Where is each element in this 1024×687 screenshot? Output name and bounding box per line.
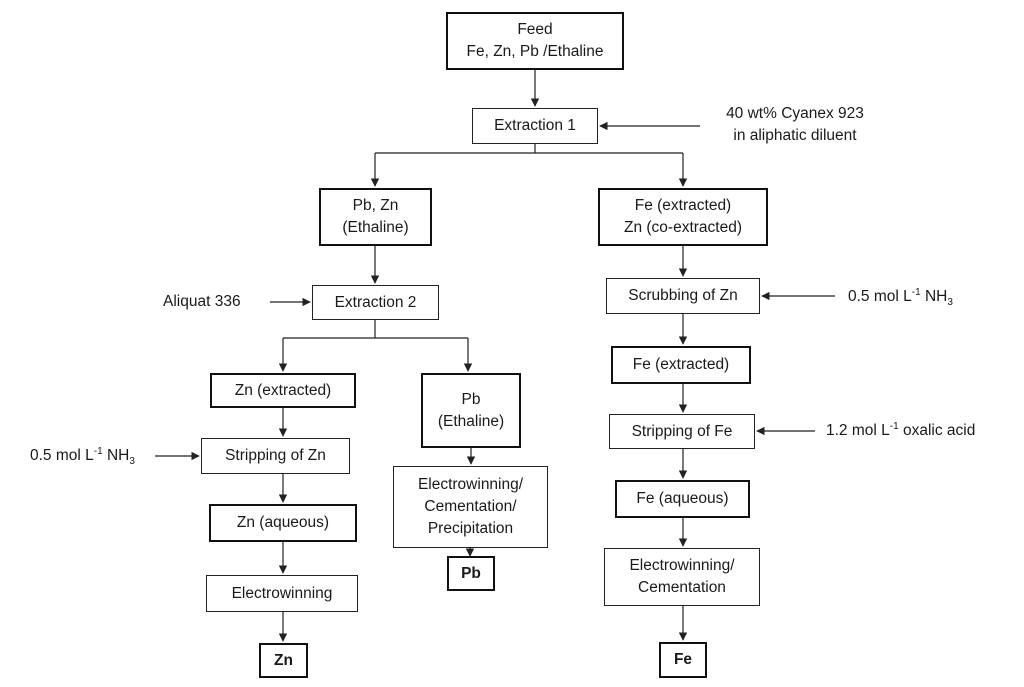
- pb-phase: (Ethaline): [437, 412, 505, 430]
- zn-extracted-label: Zn (extracted): [234, 381, 332, 399]
- zn-coextracted-label: Zn (co-extracted): [623, 219, 742, 236]
- nh3-scrub-sup: -1: [911, 286, 921, 298]
- nh3-strip-sup: -1: [93, 445, 103, 457]
- scrubbing-zn-label: Scrubbing of Zn: [628, 287, 738, 304]
- nh3-scrub-sub: 3: [947, 297, 953, 309]
- nh3-scrub-reagent: 0.5 mol L-1 NH3: [848, 286, 953, 308]
- pb-product-label: Pb: [461, 564, 481, 582]
- fe-recovery-line1: Electrowinning/: [629, 557, 735, 574]
- stripping-zn-label: Stripping of Zn: [225, 447, 326, 464]
- extraction2-label: Extraction 2: [334, 293, 417, 311]
- zn-aqueous-label: Zn (aqueous): [236, 514, 330, 531]
- zn-extracted-box: Zn (extracted): [210, 373, 356, 408]
- zn-aqueous-box: Zn (aqueous): [209, 504, 357, 542]
- pb-zn-label: Pb, Zn: [352, 197, 399, 214]
- feed-label: Feed: [517, 21, 553, 38]
- nh3-strip-reagent: 0.5 mol L-1 NH3: [30, 445, 135, 467]
- pb-zn-phase: (Ethaline): [342, 219, 409, 236]
- nh3-scrub-prefix: 0.5 mol L: [848, 288, 912, 305]
- zn-product-label: Zn: [274, 651, 293, 669]
- nh3-strip-prefix: 0.5 mol L: [30, 447, 94, 464]
- cyanex-line1: 40 wt% Cyanex 923: [726, 105, 864, 122]
- extraction1-box: Extraction 1: [472, 108, 598, 144]
- pb-recovery-line3: Precipitation: [427, 520, 514, 537]
- pb-recovery-line1: Electrowinning/: [417, 476, 524, 493]
- pb-product-box: Pb: [447, 556, 495, 591]
- fe-aqueous-box: Fe (aqueous): [615, 480, 750, 518]
- feed-box: Feed Fe, Zn, Pb /Ethaline: [446, 12, 624, 70]
- nh3-scrub-mid: NH: [920, 288, 948, 305]
- fe-product-label: Fe: [673, 651, 693, 668]
- cyanex-line2: in aliphatic diluent: [733, 127, 857, 144]
- nh3-strip-sub: 3: [129, 456, 135, 468]
- feed-composition: Fe, Zn, Pb /Ethaline: [466, 43, 604, 60]
- scrubbing-zn-box: Scrubbing of Zn: [606, 278, 760, 314]
- oxalic-sup: -1: [889, 420, 899, 432]
- pb-label: Pb: [461, 390, 481, 408]
- extraction2-box: Extraction 2: [312, 285, 439, 320]
- cyanex-reagent: 40 wt% Cyanex 923 in aliphatic diluent: [710, 103, 880, 147]
- zn-product-box: Zn: [259, 643, 308, 678]
- fe-recovery-box: Electrowinning/ Cementation: [604, 548, 760, 606]
- extraction1-label: Extraction 1: [494, 117, 576, 134]
- electrowinning-zn-box: Electrowinning: [206, 575, 358, 612]
- fe-product-box: Fe: [659, 642, 707, 678]
- nh3-strip-mid: NH: [102, 447, 130, 464]
- fe-extracted-only-label: Fe (extracted): [632, 356, 730, 373]
- electrowinning-zn-label: Electrowinning: [231, 584, 333, 602]
- pb-ethaline-box: Pb (Ethaline): [421, 373, 521, 448]
- pb-zn-ethaline-box: Pb, Zn (Ethaline): [319, 188, 432, 246]
- fe-extracted-label: Fe (extracted): [634, 197, 732, 214]
- oxalic-reagent: 1.2 mol L-1 oxalic acid: [826, 420, 975, 442]
- fe-recovery-line2: Cementation: [638, 579, 726, 596]
- oxalic-suffix: oxalic acid: [898, 422, 976, 439]
- pb-recovery-line2: Cementation/: [424, 498, 517, 515]
- fe-aqueous-label: Fe (aqueous): [636, 490, 729, 507]
- aliquat-reagent: Aliquat 336: [163, 293, 241, 310]
- stripping-fe-box: Stripping of Fe: [609, 414, 755, 449]
- fe-extracted-box: Fe (extracted): [611, 346, 751, 384]
- pb-recovery-box: Electrowinning/ Cementation/ Precipitati…: [393, 466, 548, 548]
- stripping-fe-label: Stripping of Fe: [631, 422, 733, 440]
- fe-zn-coextracted-box: Fe (extracted) Zn (co-extracted): [598, 188, 768, 246]
- stripping-zn-box: Stripping of Zn: [201, 438, 350, 474]
- oxalic-prefix: 1.2 mol L: [826, 422, 890, 439]
